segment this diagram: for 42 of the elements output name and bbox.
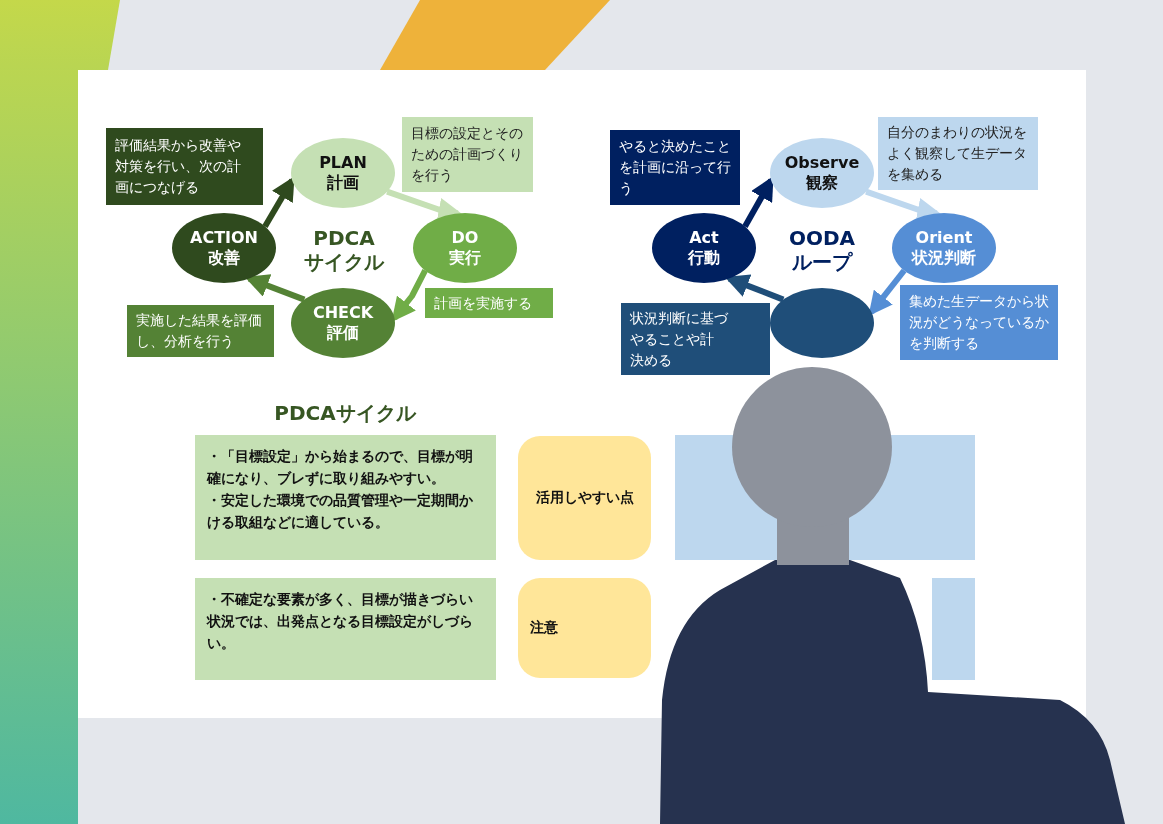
note-text: 評価結果から改善や対策を行い、次の計画につなげる: [115, 136, 242, 197]
note-text: 目標の設定とそのための計画づくりを行う: [411, 124, 524, 185]
ellipse-label: Observe 観察: [784, 153, 860, 193]
text-panel: [195, 578, 496, 680]
note-text: 集めた生データから状況がどうなっているかを判断する: [909, 292, 1049, 353]
cycle-title: OODA ループ: [787, 226, 857, 274]
text-panel: [932, 578, 975, 680]
cycle-title: PDCA サイクル: [303, 226, 386, 274]
note-box: [621, 303, 770, 375]
ellipse-label: CHECK 評価: [312, 303, 374, 343]
panel-text: ・不確定な要素が多く、目標が描きづらい状況では、出発点となる目標設定がしづらい。: [207, 590, 474, 653]
note-text: 実施した結果を評価し、分析を行う: [136, 311, 263, 351]
arrow: [262, 176, 295, 228]
note-box: [127, 305, 274, 357]
note-box: [425, 288, 553, 318]
box-label: 活用しやすい点: [535, 489, 634, 507]
arrow: [742, 176, 774, 228]
note-text: やることや計: [630, 329, 715, 349]
note-text: 自分のまわりの状況をよく観察して生データを集める: [887, 123, 1028, 184]
ellipse-label: DO 実行: [449, 228, 481, 268]
note-box: [106, 128, 263, 205]
note-box: [900, 285, 1058, 360]
note-text: やると決めたことを計画に沿って行う: [619, 137, 731, 198]
note-box: [878, 117, 1038, 190]
note-box: [610, 130, 740, 205]
ellipse-label: PLAN 計画: [319, 153, 367, 193]
note-text: 状況判断に基づ: [630, 308, 729, 328]
rounded-box: [518, 578, 651, 678]
note-text: 決める: [630, 350, 673, 370]
note-box: [402, 117, 533, 192]
arrow: [868, 268, 907, 316]
text-panel: [195, 435, 496, 560]
note-text: 計画を実施する: [434, 293, 533, 313]
box-label: 注意: [530, 619, 558, 637]
panel-text: ・安定した環境での品質管理や一定期間かける取組などに適している。: [207, 491, 474, 532]
section-heading: PDCAサイクル: [273, 402, 418, 424]
rounded-box: [518, 436, 651, 560]
ellipse-label: ACTION 改善: [190, 228, 258, 268]
arrow: [391, 269, 428, 322]
ellipse-label: Act 行動: [688, 228, 720, 268]
ellipse-label: Orient 状況判断: [912, 228, 976, 268]
panel-text: ・「目標設定」から始まるので、目標が明確になり、ブレずに取り組みやすい。: [207, 447, 474, 488]
